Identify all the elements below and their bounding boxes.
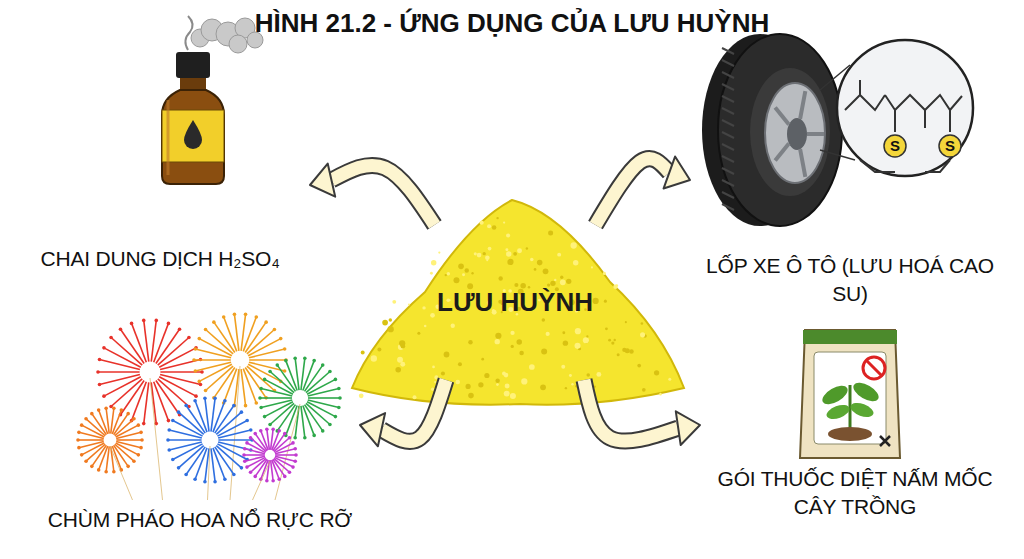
application-node: CHÙM PHÁO HOA NỔ RỰC RỠ [40, 310, 360, 534]
sulfur-atom [939, 135, 961, 157]
fireworks [76, 313, 342, 500]
curved-arrow [310, 164, 435, 225]
application-node: LỐP XE Ô TÔ (LƯU HOÁ CAO SU) [690, 30, 1010, 308]
caption-text: CHÙM PHÁO HOA NỔ RỰC RỠ [46, 506, 354, 534]
acid-bottle [162, 52, 224, 184]
sulfur-node: LƯU HUỲNH [400, 225, 630, 380]
fungicide-bag [800, 330, 900, 458]
sulfur-pile [352, 200, 684, 405]
smoke [191, 18, 263, 53]
car-tire [702, 34, 842, 226]
application-node: CHAI DUNG DỊCH H₂SO₄ [10, 40, 310, 273]
curved-arrow [584, 380, 700, 445]
molecule-callout [837, 40, 973, 176]
atom-label: S [885, 137, 905, 155]
curved-arrow [596, 157, 691, 225]
caption-text: GÓI THUỐC DIỆT NẤM MỐC CÂY TRỒNG [706, 465, 1004, 521]
sulfur-grains [359, 217, 671, 399]
application-node: GÓI THUỐC DIỆT NẤM MỐC CÂY TRỒNG [700, 315, 1010, 521]
caption-text: LỐP XE Ô TÔ (LƯU HOÁ CAO SU) [696, 252, 1004, 308]
caption-text: CHAI DUNG DỊCH H₂SO₄ [16, 245, 304, 273]
atom-label: S [940, 137, 960, 155]
diagram-title: HÌNH 21.2 - ỨNG DỤNG CỦA LƯU HUỲNH [0, 8, 1024, 39]
polymer-chain [845, 80, 962, 132]
sulfur-atom [884, 135, 906, 157]
node-label: LƯU HUỲNH [437, 287, 593, 318]
curved-arrow [360, 380, 446, 446]
